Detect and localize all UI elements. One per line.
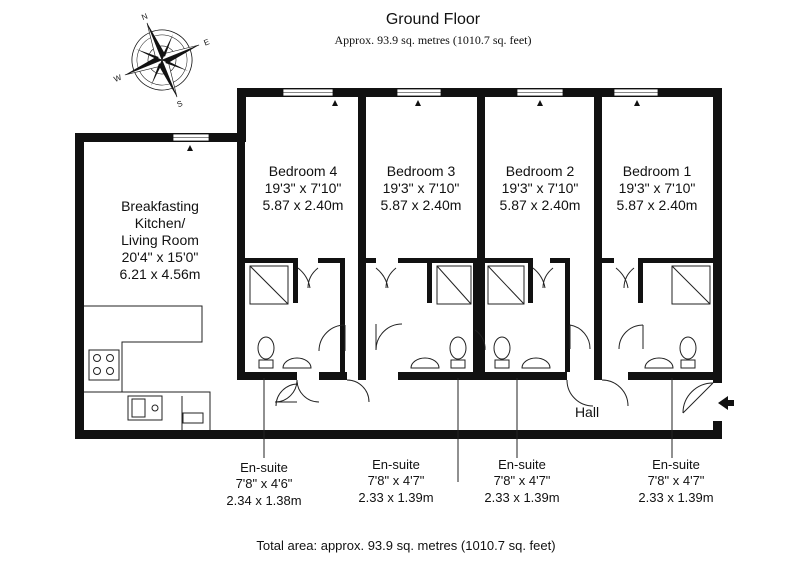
svg-text:19'3" x 7'10": 19'3" x 7'10" xyxy=(502,180,579,196)
svg-text:2.33 x 1.39m: 2.33 x 1.39m xyxy=(358,490,433,505)
svg-text:Bedroom 3: Bedroom 3 xyxy=(387,163,456,179)
ensuite-label-1: En-suite 7'8" x 4'6" 2.34 x 1.38m xyxy=(226,460,301,508)
svg-text:5.87 x 2.40m: 5.87 x 2.40m xyxy=(263,197,344,213)
entrance-arrow-icon xyxy=(718,396,734,410)
ensuite-label-4: En-suite 7'8" x 4'7" 2.33 x 1.39m xyxy=(638,457,713,505)
svg-text:Bedroom 4: Bedroom 4 xyxy=(269,163,338,179)
svg-text:19'3" x 7'10": 19'3" x 7'10" xyxy=(619,180,696,196)
svg-text:En-suite: En-suite xyxy=(498,457,546,472)
compass-e: E xyxy=(203,37,211,47)
shower-trays xyxy=(249,265,711,305)
compass-rose-icon: N E S W xyxy=(112,12,211,110)
svg-text:20'4" x 15'0": 20'4" x 15'0" xyxy=(122,249,199,265)
svg-text:2.34 x 1.38m: 2.34 x 1.38m xyxy=(226,493,301,508)
room-kitchen-label: Breakfasting Kitchen/ Living Room 20'4" … xyxy=(120,198,201,282)
room-bedroom3-label: Bedroom 3 19'3" x 7'10" 5.87 x 2.40m xyxy=(381,163,462,213)
room-bedroom2-label: Bedroom 2 19'3" x 7'10" 5.87 x 2.40m xyxy=(500,163,581,213)
svg-text:7'8" x 4'6": 7'8" x 4'6" xyxy=(236,476,293,491)
ensuite-label-2: En-suite 7'8" x 4'7" 2.33 x 1.39m xyxy=(358,457,433,505)
svg-text:En-suite: En-suite xyxy=(372,457,420,472)
svg-text:Living Room: Living Room xyxy=(121,232,199,248)
room-hall-label: Hall xyxy=(575,404,599,420)
leader-lines xyxy=(263,378,673,482)
sanitary-fixtures xyxy=(257,336,697,369)
wardrobe-doors xyxy=(297,267,635,289)
svg-text:Kitchen/: Kitchen/ xyxy=(135,215,186,231)
svg-text:2.33 x 1.39m: 2.33 x 1.39m xyxy=(484,490,559,505)
svg-text:En-suite: En-suite xyxy=(240,460,288,475)
door-swings xyxy=(274,323,714,414)
svg-text:En-suite: En-suite xyxy=(652,457,700,472)
kitchen-units xyxy=(84,305,211,430)
hob-icon xyxy=(88,349,120,381)
svg-text:5.87 x 2.40m: 5.87 x 2.40m xyxy=(381,197,462,213)
room-bedroom4-label: Bedroom 4 19'3" x 7'10" 5.87 x 2.40m xyxy=(263,163,344,213)
windows xyxy=(172,88,659,142)
svg-text:7'8" x 4'7": 7'8" x 4'7" xyxy=(494,473,551,488)
total-area-footer: Total area: approx. 93.9 sq. metres (101… xyxy=(256,538,555,553)
svg-text:5.87 x 2.40m: 5.87 x 2.40m xyxy=(500,197,581,213)
svg-text:6.21 x 4.56m: 6.21 x 4.56m xyxy=(120,266,201,282)
height-markers xyxy=(187,100,640,379)
svg-text:19'3" x 7'10": 19'3" x 7'10" xyxy=(265,180,342,196)
compass-w: W xyxy=(112,73,123,84)
svg-text:2.33 x 1.39m: 2.33 x 1.39m xyxy=(638,490,713,505)
svg-text:5.87 x 2.40m: 5.87 x 2.40m xyxy=(617,197,698,213)
svg-text:7'8" x 4'7": 7'8" x 4'7" xyxy=(368,473,425,488)
svg-text:Breakfasting: Breakfasting xyxy=(121,198,199,214)
ensuite-walls xyxy=(245,258,722,372)
floor-title: Ground Floor xyxy=(386,11,481,28)
floor-area-subtitle: Approx. 93.9 sq. metres (1010.7 sq. feet… xyxy=(335,33,532,47)
svg-text:Bedroom 2: Bedroom 2 xyxy=(506,163,575,179)
compass-s: S xyxy=(176,99,184,109)
svg-text:19'3" x 7'10": 19'3" x 7'10" xyxy=(383,180,460,196)
partition-walls xyxy=(237,88,722,380)
svg-text:Bedroom 1: Bedroom 1 xyxy=(623,163,692,179)
compass-n: N xyxy=(140,12,149,23)
room-bedroom1-label: Bedroom 1 19'3" x 7'10" 5.87 x 2.40m xyxy=(617,163,698,213)
svg-text:7'8" x 4'7": 7'8" x 4'7" xyxy=(648,473,705,488)
ensuite-label-3: En-suite 7'8" x 4'7" 2.33 x 1.39m xyxy=(484,457,559,505)
